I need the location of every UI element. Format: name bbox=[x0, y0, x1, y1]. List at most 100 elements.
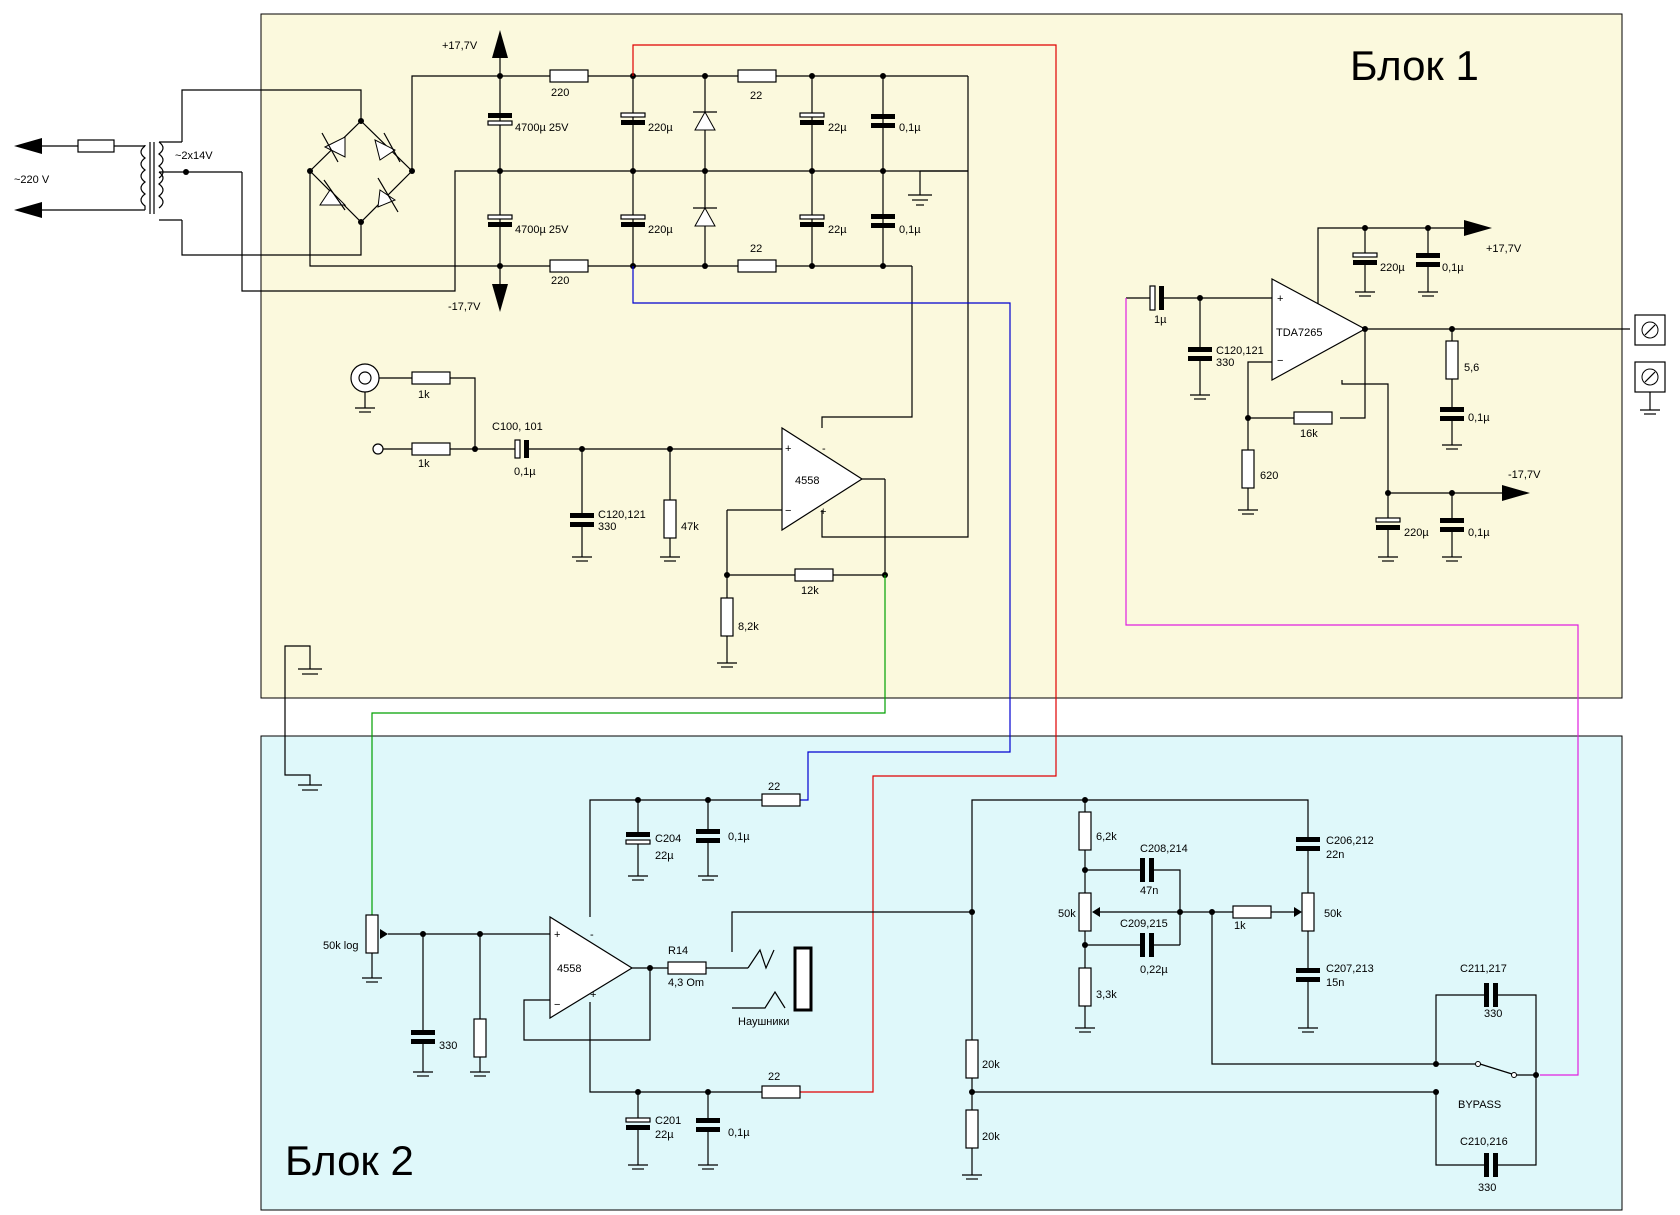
c-bulk-2-label: 4700µ 25V bbox=[515, 224, 569, 236]
tone-r-33-label: 3,3k bbox=[1096, 989, 1117, 1001]
input-terminal-icon bbox=[372, 443, 384, 455]
block-1-panel bbox=[260, 13, 1623, 699]
amp-rail-pos-label: +17,7V bbox=[1486, 243, 1522, 255]
magenta-wire-tone-out bbox=[1125, 298, 1579, 1076]
tone-control: 6,2k C208,214 47n 50k C209,215 0,22µ 3,3… bbox=[962, 797, 1539, 1194]
r-22-top-label: 22 bbox=[750, 90, 762, 102]
svg-text:-: - bbox=[590, 929, 594, 941]
tone-bypass-label: BYPASS bbox=[1458, 1099, 1501, 1111]
headphone-amp: 50k log 330 4558 + − - + R14 4,3 Om Науш… bbox=[323, 781, 972, 1170]
chassis-ground bbox=[284, 645, 322, 791]
tone-c209-name-label: C209,215 bbox=[1120, 918, 1168, 930]
r-neg-label: 220 bbox=[551, 275, 569, 287]
bridge-rectifier bbox=[307, 75, 500, 267]
amp-c-neg-01-label: 0,1µ bbox=[1468, 527, 1490, 539]
blue-wire-neg-rail bbox=[632, 266, 1011, 801]
c-filt-val-label: 330 bbox=[598, 521, 616, 533]
rail-neg-label: -17,7V bbox=[448, 301, 481, 313]
block-2-panel bbox=[260, 735, 1623, 1211]
tone-c207-name-label: C207,213 bbox=[1326, 963, 1374, 975]
hp-c-in-label: 330 bbox=[439, 1040, 457, 1052]
svg-text:+: + bbox=[554, 929, 560, 941]
amp-c-filt-val-label: 330 bbox=[1216, 357, 1234, 369]
tone-r-20k-2-label: 20k bbox=[982, 1131, 1000, 1143]
amp-chip-label: TDA7265 bbox=[1276, 327, 1322, 339]
c-22u-bot-label: 22µ bbox=[828, 224, 847, 236]
hp-r14-val-label: 4,3 Om bbox=[668, 977, 704, 989]
r-gnd-label: 8,2k bbox=[738, 621, 759, 633]
rail-pos-label: +17,7V bbox=[442, 40, 478, 52]
svg-text:+: + bbox=[590, 989, 596, 1001]
tone-c209-val-label: 0,22µ bbox=[1140, 964, 1168, 976]
tone-pot1-label: 50k bbox=[1058, 908, 1076, 920]
amp-c-neg-220-label: 220µ bbox=[1404, 527, 1429, 539]
transformer: ~2x14V bbox=[140, 89, 968, 292]
r-in1-label: 1k bbox=[418, 389, 430, 401]
mains-label: ~220 V bbox=[14, 174, 50, 186]
hp-phones-label: Наушники bbox=[738, 1016, 789, 1028]
tone-r-62-label: 6,2k bbox=[1096, 831, 1117, 843]
headphone-jack-icon bbox=[793, 946, 813, 1012]
c-220-top-label: 220µ bbox=[648, 122, 673, 134]
tone-c211-name-label: C211,217 bbox=[1460, 963, 1507, 975]
mains-input: ~220 V bbox=[14, 138, 146, 218]
hp-c201-val-label: 22µ bbox=[655, 1129, 674, 1141]
amp-r-gnd-label: 620 bbox=[1260, 470, 1278, 482]
tone-c208-name-label: C208,214 bbox=[1140, 843, 1188, 855]
tone-c207-val-label: 15n bbox=[1326, 977, 1344, 989]
block-1-title: Блок 1 bbox=[1350, 42, 1479, 89]
opamp-4558-preamp bbox=[781, 426, 864, 532]
bypass-switch-icon[interactable] bbox=[1475, 1061, 1481, 1067]
svg-text:+: + bbox=[1277, 293, 1283, 305]
amp-rail-neg-label: -17,7V bbox=[1508, 469, 1541, 481]
r-22-bot-label: 22 bbox=[750, 243, 762, 255]
secondary-label: ~2x14V bbox=[175, 150, 213, 162]
hp-c-bot-01-label: 0,1µ bbox=[728, 1127, 750, 1139]
red-wire-pos-rail bbox=[632, 44, 1057, 1093]
tone-c210-name-label: C210,216 bbox=[1460, 1136, 1508, 1148]
svg-text:+: + bbox=[785, 443, 791, 455]
hp-r14-name-label: R14 bbox=[668, 945, 688, 957]
block-2-title: Блок 2 bbox=[285, 1137, 414, 1184]
tone-c208-val-label: 47n bbox=[1140, 885, 1158, 897]
svg-text:-: - bbox=[822, 443, 826, 455]
r-in2-label: 1k bbox=[418, 458, 430, 470]
amp-c-in-label: 1µ bbox=[1154, 314, 1167, 326]
tone-c211-val-label: 330 bbox=[1484, 1008, 1502, 1020]
svg-text:−: − bbox=[785, 505, 791, 517]
svg-text:−: − bbox=[1277, 355, 1283, 367]
tone-r-20k-1-label: 20k bbox=[982, 1059, 1000, 1071]
preamp: 1k 1k C100, 101 0,1µ C120,121 330 47k 45… bbox=[350, 363, 888, 668]
hp-c204-val-label: 22µ bbox=[655, 850, 674, 862]
r-fb-label: 12k bbox=[801, 585, 819, 597]
c-bulk-1-label: 4700µ 25V bbox=[515, 122, 569, 134]
amp-c-pos-220-label: 220µ bbox=[1380, 262, 1405, 274]
power-supply: +17,7V -17,7V 4700µ 25V 4700µ 25V 220 22… bbox=[442, 30, 969, 538]
c-filt-name-label: C120,121 bbox=[598, 509, 646, 521]
r-47k-label: 47k bbox=[681, 521, 699, 533]
hp-opamp-label: 4558 bbox=[557, 963, 581, 975]
c-01-top-label: 0,1µ bbox=[899, 122, 921, 134]
amp-c-filt-name-label: C120,121 bbox=[1216, 345, 1264, 357]
green-wire-preamp-out bbox=[371, 575, 886, 915]
tone-c206-val-label: 22n bbox=[1326, 849, 1344, 861]
tone-pot2-label: 50k bbox=[1324, 908, 1342, 920]
hp-pot-label: 50k log bbox=[323, 940, 358, 952]
opamp-4558-headphone bbox=[549, 915, 634, 1020]
hp-c204-name-label: C204 bbox=[655, 833, 681, 845]
hp-c201-name-label: C201 bbox=[655, 1115, 681, 1127]
c-22u-top-label: 22µ bbox=[828, 122, 847, 134]
amp-c-zobel-label: 0,1µ bbox=[1468, 412, 1490, 424]
amp-r-zobel-label: 5,6 bbox=[1464, 362, 1479, 374]
tone-c206-name-label: C206,212 bbox=[1326, 835, 1374, 847]
preamp-opamp-label: 4558 bbox=[795, 475, 819, 487]
hp-r-bot-label: 22 bbox=[768, 1071, 780, 1083]
hp-r-top-label: 22 bbox=[768, 781, 780, 793]
tone-c210-val-label: 330 bbox=[1478, 1182, 1496, 1194]
r-pos-label: 220 bbox=[551, 87, 569, 99]
c-01-bot-label: 0,1µ bbox=[899, 224, 921, 236]
tone-r-1k-label: 1k bbox=[1234, 920, 1246, 932]
power-amp: 1µ C120,121 330 TDA7265 + − +17,7V 220µ … bbox=[1126, 220, 1666, 562]
hp-c-top-01-label: 0,1µ bbox=[728, 831, 750, 843]
